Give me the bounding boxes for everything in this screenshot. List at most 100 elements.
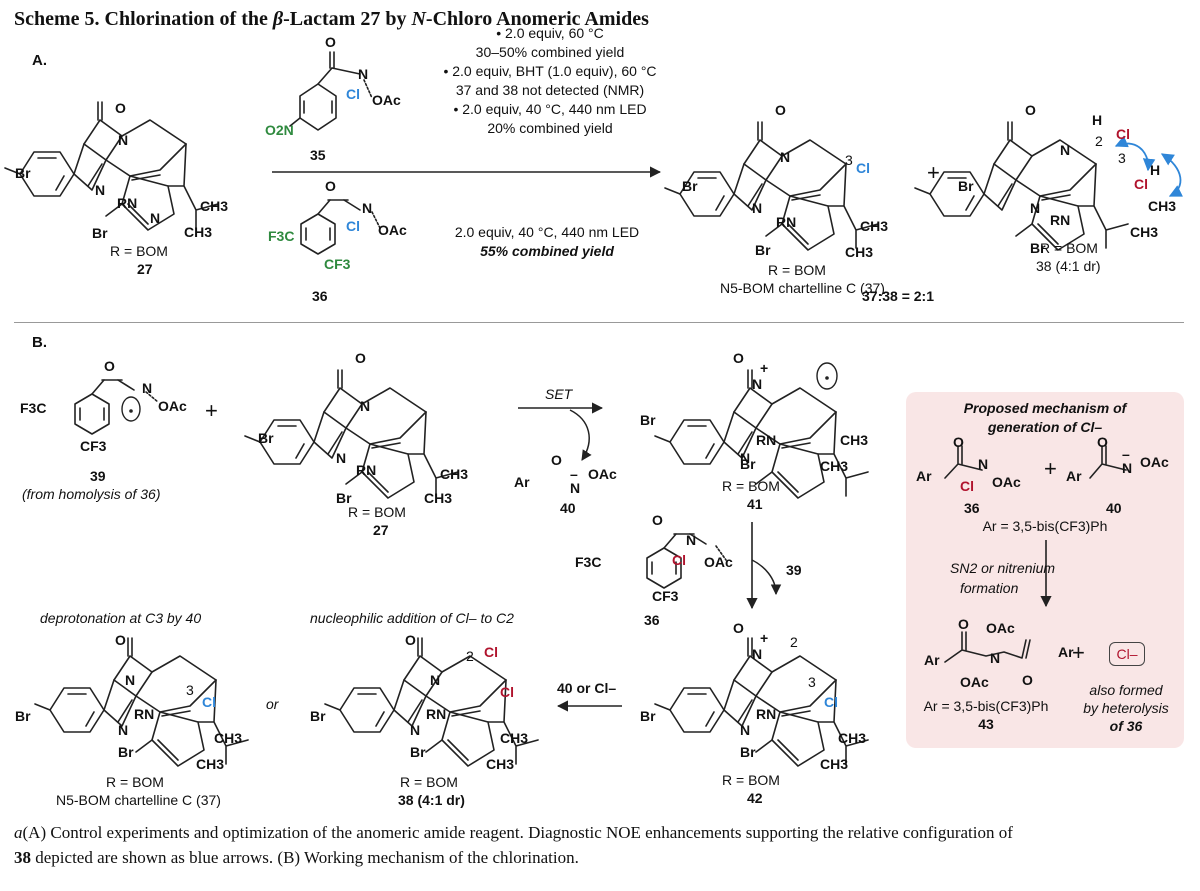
plus-b1: + bbox=[205, 398, 218, 423]
pos-3-38: 3 bbox=[1118, 150, 1126, 166]
ratio-37-38: 37:38 = 2:1 bbox=[862, 288, 934, 304]
atom-minus-40c: – bbox=[1122, 446, 1130, 462]
atom-cl-36b: Cl bbox=[672, 552, 686, 568]
atom-o-27: O bbox=[115, 100, 126, 116]
atom-o-37: O bbox=[775, 102, 786, 118]
or-label: or bbox=[266, 696, 279, 712]
r-bom-27b: R = BOM bbox=[348, 504, 406, 520]
atom-ar-40: Ar bbox=[514, 474, 530, 490]
atom-f3c-39: F3C bbox=[20, 400, 47, 416]
atom-rn-38: RN bbox=[1050, 212, 1071, 228]
pos-3-37b: 3 bbox=[186, 682, 194, 698]
atom-oac-39: OAc bbox=[158, 398, 187, 414]
chloride-badge: Cl– bbox=[1109, 642, 1145, 666]
atom-n2-27b: N bbox=[336, 450, 347, 466]
atom-n-35: N bbox=[358, 66, 369, 82]
compound-38-label: 38 (4:1 dr) bbox=[1036, 258, 1101, 274]
atom-o-36a: O bbox=[325, 178, 336, 194]
atom-n-40c: N bbox=[1122, 460, 1133, 476]
compound-number-27: 27 bbox=[137, 261, 153, 277]
atom-ch3b-42: CH3 bbox=[820, 756, 849, 772]
atom-cl-35: Cl bbox=[346, 86, 360, 102]
atom-n2-27: N bbox=[95, 182, 106, 198]
atom-cl-37b: Cl bbox=[202, 694, 216, 710]
atom-o-36c: O bbox=[953, 434, 964, 450]
atom-n3-27: N bbox=[150, 210, 161, 226]
atom-n2-38b: N bbox=[410, 722, 421, 738]
section-b-label: B. bbox=[32, 334, 47, 351]
condition-line-2: 30–50% combined yield bbox=[475, 44, 625, 60]
atom-cf3-39: CF3 bbox=[80, 438, 107, 454]
byproduct-39: 39 bbox=[786, 562, 802, 578]
atom-cl-36c: Cl bbox=[960, 478, 974, 494]
atom-n-41: N bbox=[752, 376, 763, 392]
compound-number-43: 43 bbox=[978, 716, 994, 732]
atom-ch3-37b: CH3 bbox=[214, 730, 243, 746]
atom-n-37b: N bbox=[125, 672, 136, 688]
atom-br2-38b: Br bbox=[410, 744, 426, 760]
atom-o-38b: O bbox=[405, 632, 416, 648]
condition-36-line-1: 2.0 equiv, 40 °C, 440 nm LED bbox=[454, 224, 640, 240]
atom-n-36c: N bbox=[978, 456, 989, 472]
atom-br2-41: Br bbox=[740, 456, 756, 472]
atom-cl1-38b: Cl bbox=[484, 644, 498, 660]
atom-h2-38: H bbox=[1150, 162, 1161, 178]
r-bom-41: R = BOM bbox=[722, 478, 780, 494]
atom-br-27: Br bbox=[15, 165, 31, 181]
atom-cl1-38: Cl bbox=[1116, 126, 1130, 142]
atom-ch3b-38b: CH3 bbox=[486, 756, 515, 772]
plus-mech-2: + bbox=[1072, 640, 1085, 665]
atom-br-38b: Br bbox=[310, 708, 326, 724]
atom-br-42: Br bbox=[640, 708, 656, 724]
sn2-label-2: formation bbox=[960, 580, 1019, 596]
compound-number-42: 42 bbox=[747, 790, 763, 806]
atom-n2-41: N bbox=[740, 450, 751, 466]
r-bom-37: R = BOM bbox=[768, 262, 826, 278]
atom-cl2-38b: Cl bbox=[500, 684, 514, 700]
atom-ar-36c: Ar bbox=[916, 468, 932, 484]
atom-n-40: N bbox=[570, 480, 581, 496]
atom-br2-27b: Br bbox=[336, 490, 352, 506]
atom-ch3-42: CH3 bbox=[838, 730, 867, 746]
atom-cl-36a: Cl bbox=[346, 218, 360, 234]
scheme-caption: a(A) Control experiments and optimizatio… bbox=[14, 820, 1188, 870]
nucleophilic-label: nucleophilic addition of Cl– to C2 bbox=[310, 610, 514, 626]
scheme-title: Scheme 5. Chlorination of the β-Lactam 2… bbox=[14, 8, 649, 30]
atom-rn-37: RN bbox=[776, 214, 797, 230]
atom-rn-42: RN bbox=[756, 706, 777, 722]
atom-oac-35: OAc bbox=[372, 92, 401, 108]
compound-37b-label: N5-BOM chartelline C (37) bbox=[56, 792, 221, 808]
atom-o-35: O bbox=[325, 34, 336, 50]
atom-n-43a: N bbox=[990, 650, 1001, 666]
atom-oac-43a: OAc bbox=[986, 620, 1015, 636]
atom-o-27b: O bbox=[355, 350, 366, 366]
atom-oac-36c: OAc bbox=[992, 474, 1021, 490]
atom-br2-38: Br bbox=[1030, 240, 1046, 256]
atom-n2-38: N bbox=[1030, 200, 1041, 216]
deprotonation-label: deprotonation at C3 by 40 bbox=[40, 610, 202, 626]
also-formed-3: of 36 bbox=[1109, 718, 1143, 734]
compound-number-41: 41 bbox=[747, 496, 763, 512]
compound-number-35: 35 bbox=[310, 147, 326, 163]
atom-oac-40c: OAc bbox=[1140, 454, 1169, 470]
compound-number-40c: 40 bbox=[1106, 500, 1122, 516]
condition-line-4: 37 and 38 not detected (NMR) bbox=[455, 82, 645, 98]
pos-2-42: 2 bbox=[790, 634, 798, 650]
atom-br2-42: Br bbox=[740, 744, 756, 760]
atom-br2-27: Br bbox=[92, 225, 108, 241]
from-homolysis-note: (from homolysis of 36) bbox=[22, 486, 161, 502]
compound-number-36c: 36 bbox=[964, 500, 980, 516]
atom-br2-37: Br bbox=[755, 242, 771, 258]
atom-n-38b: N bbox=[430, 672, 441, 688]
atom-n2-37b: N bbox=[118, 722, 129, 738]
atom-o-37b: O bbox=[115, 632, 126, 648]
atom-o-43a: O bbox=[958, 616, 969, 632]
atom-o-41: O bbox=[733, 350, 744, 366]
atom-n-38: N bbox=[1060, 142, 1071, 158]
pos-2-38: 2 bbox=[1095, 133, 1103, 149]
condition-line-1: • 2.0 equiv, 60 °C bbox=[496, 25, 604, 41]
sn2-label-1: SN2 or nitrenium bbox=[950, 560, 1056, 576]
atom-ch3-27: CH3 bbox=[200, 198, 229, 214]
atom-o-38: O bbox=[1025, 102, 1036, 118]
